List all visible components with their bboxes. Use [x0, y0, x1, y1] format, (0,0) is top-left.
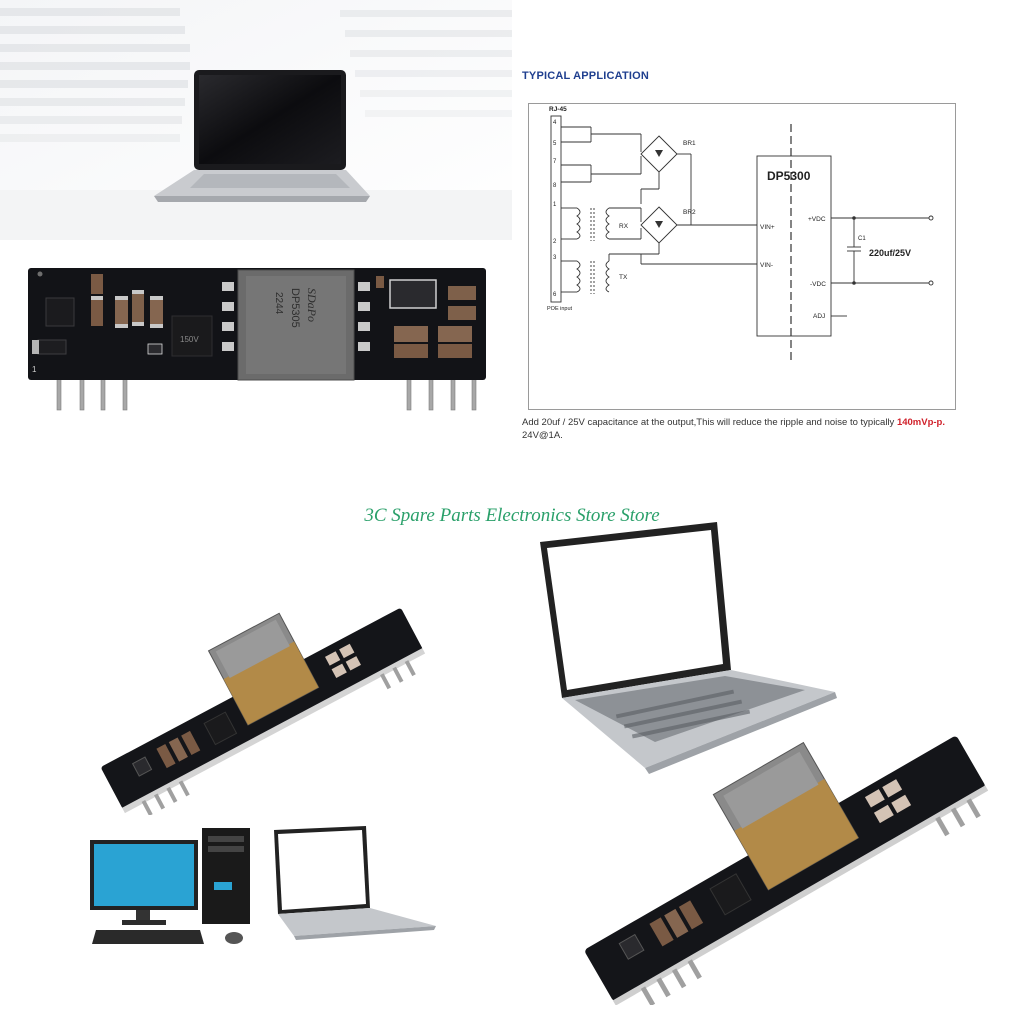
capacitor-ref: C1 [858, 236, 866, 242]
pin-label: 2 [553, 239, 557, 245]
capacitor-value: 220uf/25V [869, 248, 911, 258]
module-angled-view [80, 585, 440, 815]
laptop-room-photo [0, 0, 512, 240]
window-blinds [0, 8, 512, 142]
laptop [154, 70, 370, 202]
typical-application-schematic: TYPICAL APPLICATION [512, 0, 1024, 460]
schematic-title: TYPICAL APPLICATION [522, 70, 650, 82]
ic-marking: 150V [180, 335, 199, 344]
adj-label: ADJ [813, 313, 825, 320]
pin-label: 6 [553, 292, 557, 298]
module-top-view: 150V SDaPo DP5305 2244 1 [20, 262, 500, 414]
vdc-minus-label: -VDC [810, 281, 826, 288]
pin-label: 5 [553, 141, 557, 147]
pin-label: 4 [553, 120, 557, 126]
bridge2-label: BR2 [683, 209, 696, 216]
note-highlight: 140mVp-p. [896, 417, 945, 428]
note-line2: 24V@1A. [522, 430, 563, 441]
poe-input-label: POE input [547, 306, 573, 312]
tx-label: TX [619, 274, 628, 281]
vin-minus-label: VIN- [760, 262, 773, 269]
pin-label: 3 [553, 255, 557, 261]
transformer-brand: SDaPo [305, 288, 319, 322]
chip-label: DP5300 [767, 169, 811, 183]
bridge1-label: BR1 [683, 140, 696, 147]
module-angled-large-view [555, 700, 1005, 1005]
pin-label: 8 [553, 183, 557, 189]
schematic-frame: RJ-45 4 5 7 8 1 2 3 6 POE input BR1 BR2 … [528, 103, 956, 410]
note-text: Add 20uf / 25V capacitance at the output… [522, 417, 897, 428]
connector-label: RJ-45 [549, 106, 567, 113]
rx-label: RX [619, 223, 629, 230]
laptop-white-screen [535, 520, 840, 775]
pin-label: 1 [553, 202, 557, 208]
transformer-model: DP5305 [289, 288, 301, 328]
transformer-code: 2244 [273, 292, 284, 315]
vdc-plus-label: +VDC [808, 216, 826, 223]
pin1-label: 1 [32, 365, 37, 374]
schematic-note: Add 20uf / 25V capacitance at the output… [522, 416, 1022, 442]
vin-plus-label: VIN+ [760, 224, 775, 231]
store-caption: 3C Spare Parts Electronics Store Store [364, 505, 660, 526]
pin-label: 7 [553, 159, 557, 165]
desktop-and-laptop [88, 822, 438, 952]
